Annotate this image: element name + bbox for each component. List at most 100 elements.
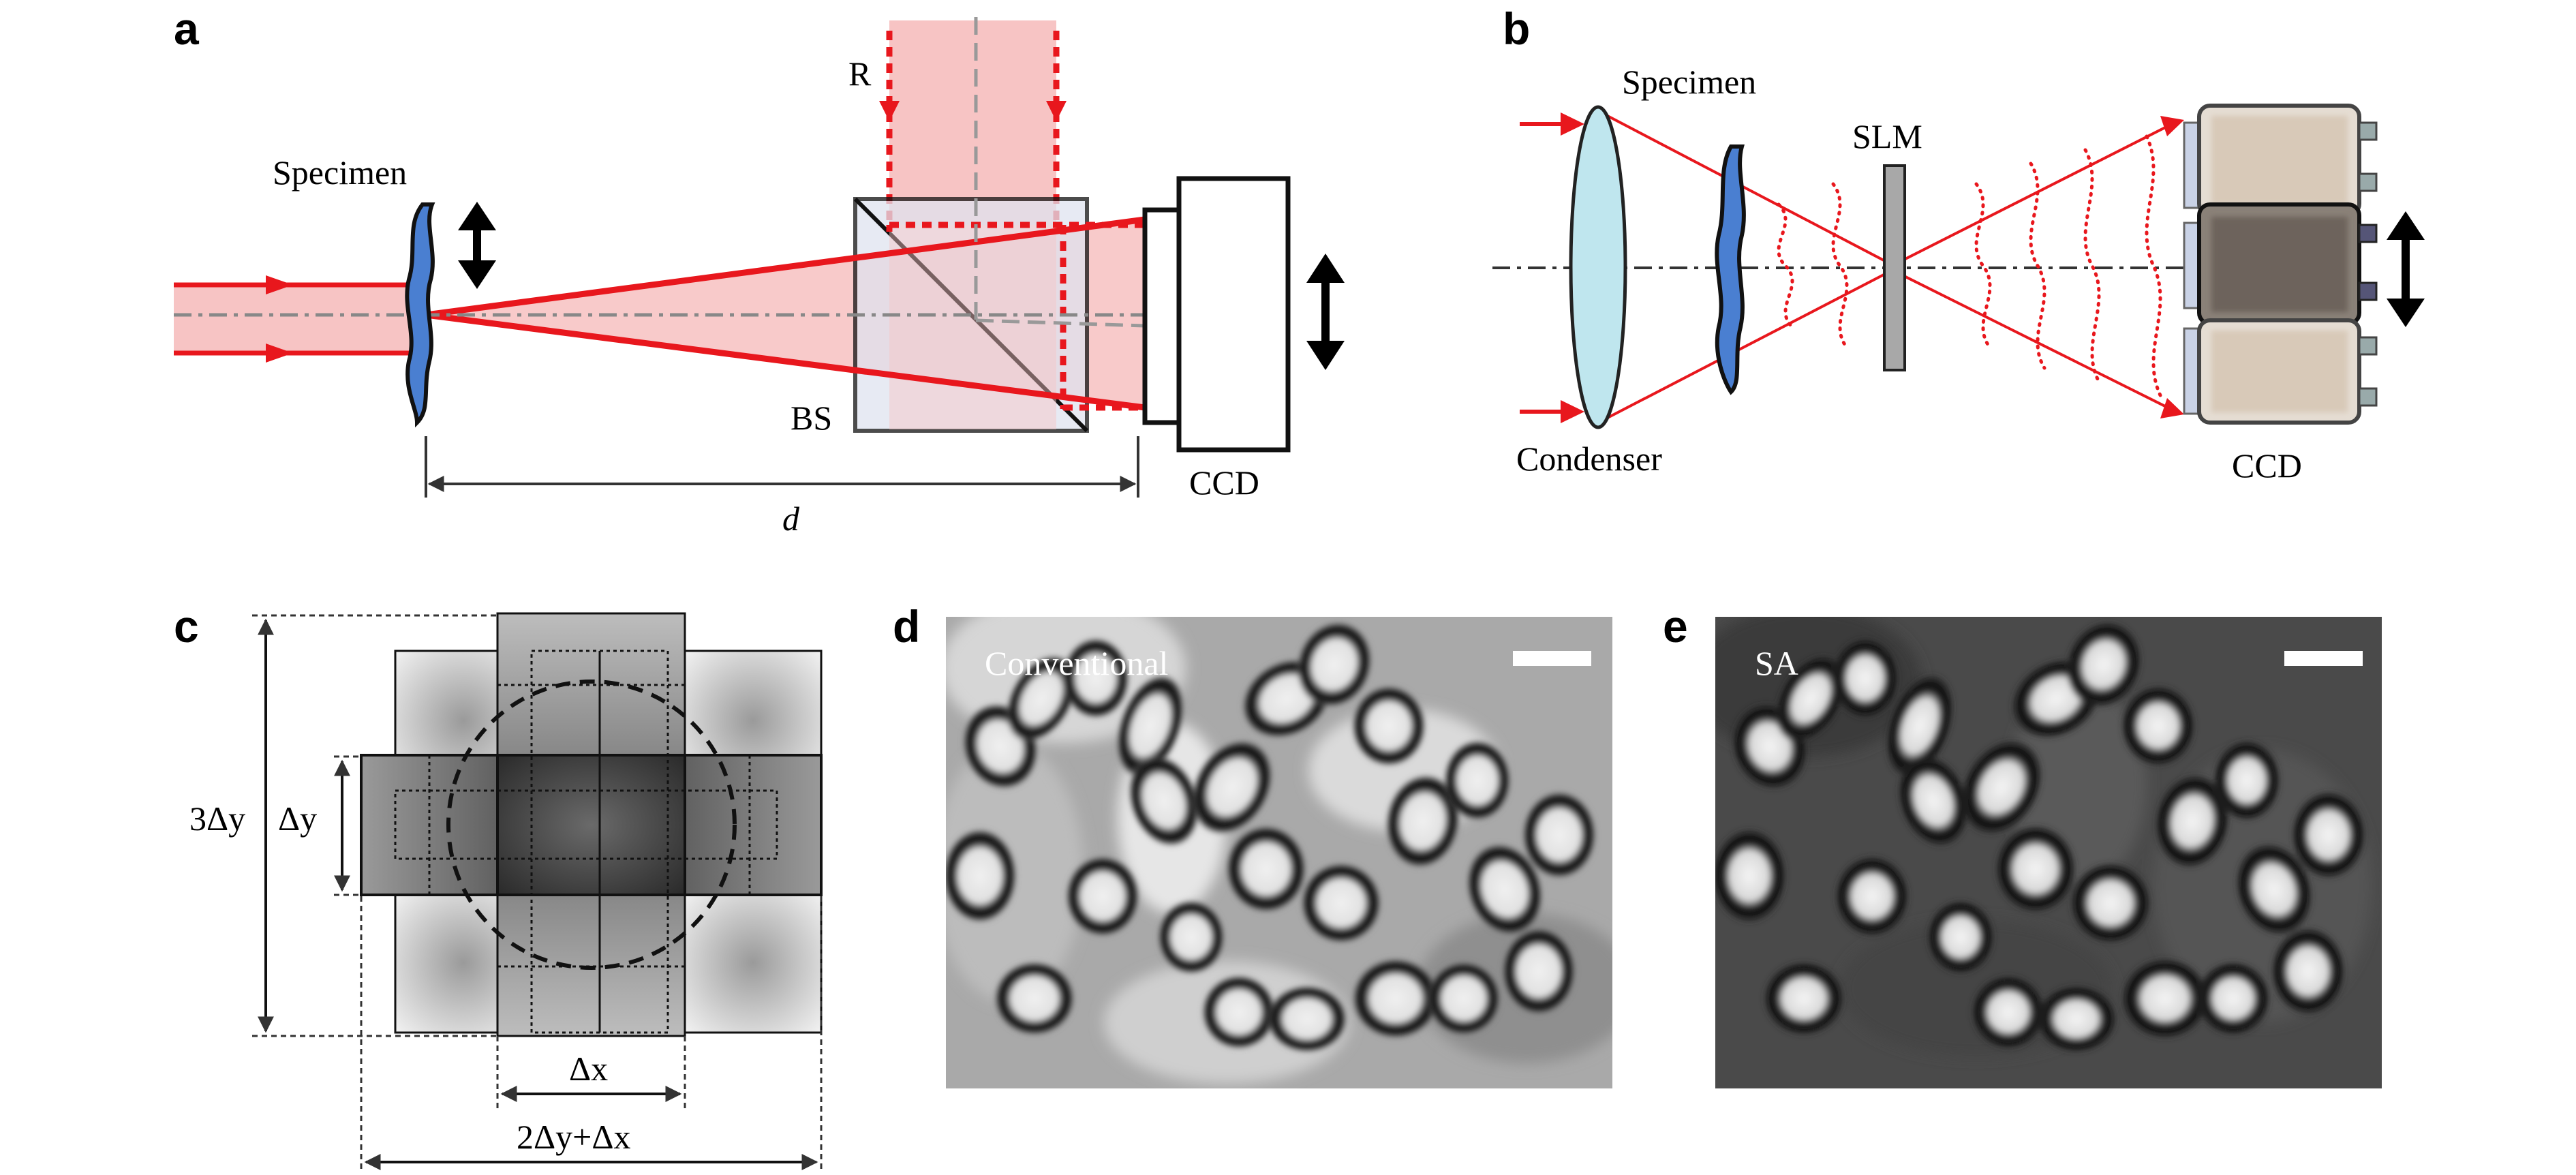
cell-rings-d <box>946 621 1597 1053</box>
cell-ring <box>1351 958 1440 1039</box>
cell-ring <box>1201 975 1276 1050</box>
cell-ring <box>1191 739 1274 836</box>
dim-total-width-label: 2Δy+Δx <box>517 1118 631 1156</box>
cell-ring <box>2070 862 2151 944</box>
cell-ring <box>2235 842 2313 936</box>
panel-e-caption: SA <box>1755 644 1798 682</box>
cell-ring <box>2271 927 2346 1016</box>
cell-ring <box>1266 985 1348 1053</box>
panel-d: d Conventional <box>893 601 1612 1088</box>
panel-a-letter: a <box>174 3 200 54</box>
cell-ring <box>1300 862 1382 944</box>
reference-axis-redirect <box>975 318 1146 328</box>
ray-arrow-icon <box>2160 116 2184 136</box>
cell-ring <box>1351 685 1426 767</box>
cell-ring <box>1116 673 1185 778</box>
cell-ring <box>1775 654 1847 743</box>
cell-ring <box>1501 927 1576 1016</box>
specimen-label-b: Specimen <box>1622 63 1756 101</box>
cell-ring <box>2121 958 2209 1039</box>
cell-ring <box>994 961 1075 1036</box>
cell-ring <box>2065 621 2143 708</box>
tile-center <box>496 754 686 896</box>
conventional-reconstruction-image <box>946 617 1612 1088</box>
tile-corner <box>684 891 823 1034</box>
panel-d-letter: d <box>893 601 920 652</box>
cell-ring <box>1385 774 1461 869</box>
dim-tile-height-label: Δy <box>278 799 317 838</box>
illumination-arrow-icon <box>1561 400 1584 423</box>
cell-ring <box>1295 621 1373 708</box>
reference-in-cube <box>889 225 1056 429</box>
cell-ring <box>1960 739 2043 836</box>
cell-ring <box>1885 673 1954 778</box>
reference-arrow-icon <box>879 101 900 121</box>
cell-ring <box>1466 842 1544 936</box>
cell-ring <box>1225 825 1307 913</box>
reference-beam <box>889 20 1056 225</box>
aperture-circle <box>446 680 737 970</box>
cell-rings-e <box>1715 621 2366 1053</box>
cell-ring <box>2154 774 2230 869</box>
ccd-translation-icon <box>1306 254 1345 370</box>
ray-arrow-icon <box>2160 398 2184 418</box>
ccd-label: CCD <box>1189 463 1259 502</box>
cell-ring <box>2121 685 2196 767</box>
cell-ring <box>2291 791 2366 879</box>
cell-ring <box>1005 654 1077 743</box>
ccd-body <box>1176 176 1291 453</box>
specimen-icon <box>405 202 435 428</box>
cell-ring <box>1426 961 1501 1036</box>
panel-a: a R Specimen <box>174 3 1345 538</box>
cell-ring <box>1715 828 1787 924</box>
condenser-label: Condenser <box>1516 440 1662 478</box>
panel-b-letter: b <box>1503 3 1530 54</box>
ccd-translation-icon <box>2387 211 2425 327</box>
incoming-beam <box>174 285 416 353</box>
beam-arrow-icon <box>266 275 293 294</box>
sa-reconstruction-image <box>1715 617 2382 1088</box>
ray-diverging-top <box>1887 120 2178 269</box>
panel-c-letter: c <box>174 601 199 652</box>
illumination-arrow-icon <box>1561 112 1584 136</box>
condenser-lens <box>1569 105 1627 429</box>
cell-ring <box>2213 739 2281 821</box>
object-beam-edge-bottom <box>425 311 1146 411</box>
slm-label: SLM <box>1852 117 1922 155</box>
cell-ring <box>1065 855 1140 937</box>
cell-ring <box>1971 975 2046 1050</box>
cell-ring <box>1128 754 1200 847</box>
axial-translation-icon <box>458 202 496 289</box>
beam-splitter-label: BS <box>791 399 832 437</box>
panel-c: c 3Δy Δy <box>174 601 823 1172</box>
dim-total-height-label: 3Δy <box>189 799 245 838</box>
dim-step-x-label: Δx <box>569 1050 608 1088</box>
cell-ring <box>2036 985 2117 1053</box>
ray-converging-top <box>1604 113 1888 264</box>
cell-ring <box>1763 961 1845 1036</box>
panel-d-caption: Conventional <box>985 644 1168 682</box>
cell-ring <box>1522 791 1597 879</box>
panel-b: b Condenser Specimen <box>1492 3 2425 485</box>
distance-label: d <box>782 500 800 538</box>
cell-ring <box>1157 900 1225 975</box>
panel-e: e SA <box>1663 601 2382 1088</box>
cell-ring <box>1835 855 1910 937</box>
panel-e-letter: e <box>1663 601 1688 652</box>
beam-arrow-icon <box>266 344 293 363</box>
ray-diverging-bottom <box>1887 266 2178 414</box>
cell-ring <box>1927 900 1995 975</box>
reference-arrow-icon <box>1046 101 1067 121</box>
ccd-sensor <box>1142 207 1182 425</box>
specimen-icon <box>1715 144 1746 395</box>
cell-ring <box>2196 961 2271 1036</box>
specimen-label: Specimen <box>273 153 407 192</box>
ccd-label-b: CCD <box>2232 446 2302 485</box>
scattered-wavefronts <box>1777 134 2162 397</box>
cell-ring <box>946 828 1017 924</box>
scale-bar <box>1513 651 1591 666</box>
cell-ring <box>1897 754 1969 847</box>
cell-ring <box>1831 637 1899 719</box>
scale-bar <box>2284 651 2363 666</box>
